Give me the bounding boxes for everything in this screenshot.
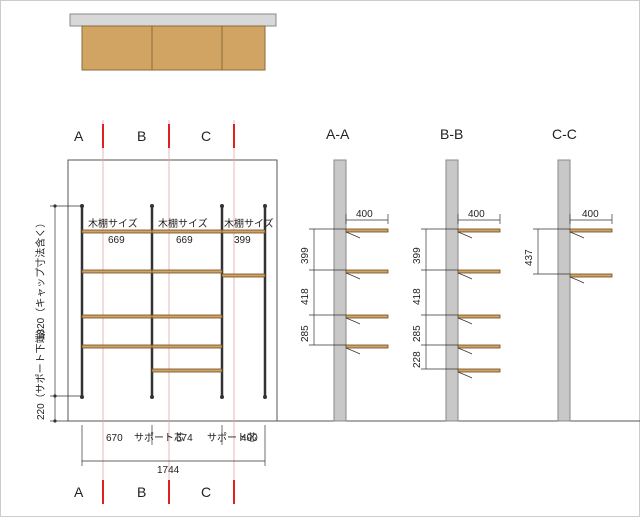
section-title-aa: A-A [326,126,350,142]
bay-width: 674 [176,433,193,444]
height-dim-lines [50,205,82,422]
shelf-size-value: 399 [234,235,251,246]
section-title-cc: C-C [552,126,577,142]
spacing-dim: 418 [300,288,311,305]
front-shelves [81,229,266,373]
height-dim-label: 1820（キャップ寸法含く） [34,218,47,340]
section-mark-c-top: C [201,128,211,144]
plan-shelf [81,25,266,71]
section-aa: 400 399 418 285 [300,159,389,422]
support-center-label: サポート芯 [207,431,257,444]
upright-caps [80,204,267,399]
bottom-dim-label: 220（サポート下端） [34,323,47,420]
section-bb: 400 399 418 285 228 [412,159,501,422]
spacing-dim: 418 [412,288,423,305]
shelf-size-value: 669 [108,235,125,246]
plan-view [69,13,277,71]
section-mark-c-bottom: C [201,484,211,500]
spacing-dim: 437 [524,249,535,266]
width-dim-lines [81,425,266,466]
section-mark-b-bottom: B [137,484,146,500]
depth-dim: 400 [468,209,485,220]
height-dim-dots [53,204,57,423]
total-width: 1744 [157,465,180,476]
depth-dim: 400 [582,209,599,220]
depth-dim: 400 [356,209,373,220]
spacing-dim: 399 [300,247,311,264]
section-mark-a-bottom: A [74,484,84,500]
section-cc: 400 437 [524,159,613,422]
section-mark-b-top: B [137,128,146,144]
bay-width: 670 [106,433,123,444]
spacing-dim: 285 [300,325,311,342]
section-mark-a-top: A [74,128,84,144]
spacing-dim: 228 [412,351,423,368]
wall-outline [67,159,278,422]
uprights [80,206,267,396]
spacing-dim: 399 [412,247,423,264]
shelf-size-value: 669 [176,235,193,246]
section-marks [102,124,235,504]
shelf-size-label: 木棚サイズ [158,217,208,230]
plan-wall [69,13,277,27]
shelf-size-label: 木棚サイズ [224,217,274,230]
section-title-bb: B-B [440,126,463,142]
spacing-dim: 285 [412,325,423,342]
support-center-label: サポート芯 [134,431,184,444]
section-guides [102,120,235,500]
bay-width: 400 [241,433,258,444]
shelf-size-label: 木棚サイズ [88,217,138,230]
